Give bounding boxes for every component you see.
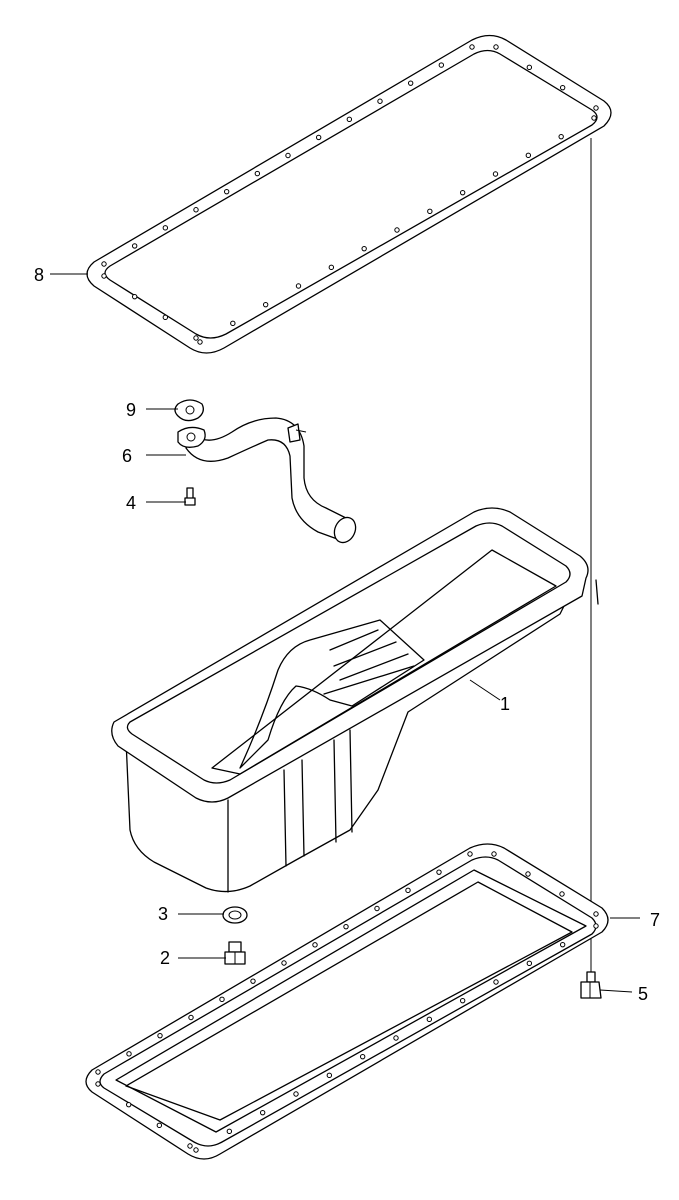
callout-5: 5 [638,984,648,1004]
bolt-hole [193,1147,199,1153]
bolt-hole [493,979,499,985]
bolt-hole [250,978,256,984]
bolt-hole [591,115,597,121]
bolt-hole [493,44,499,50]
bolt-hole [162,314,169,321]
callout-2: 2 [160,948,170,968]
bolt-hole [467,851,473,857]
upper-gasket-part-8 [86,34,612,354]
bolt-hole [343,923,349,930]
bolt-hole [394,227,400,233]
oil-pan-part-1 [111,507,599,893]
bolt-hole [193,335,199,341]
bolt-hole [525,152,532,159]
bolt-hole [361,245,367,252]
bolt-hole [230,320,236,327]
upper-gasket-bolt-holes [101,44,599,345]
bolt-hole [197,339,203,345]
bolt-hole [326,1072,333,1079]
bolt-hole [359,1053,366,1060]
bolt-hole [188,1014,194,1021]
bolt-hole [469,44,475,50]
bolt-hole [131,243,138,249]
bolt-hole [162,225,169,231]
callout-1: 1 [500,694,510,714]
bolt-hole [157,1032,163,1039]
bolt-hole [156,1122,163,1129]
bolt-hole [312,942,318,948]
lower-frame-bolt-holes [95,851,599,1153]
callout-6: 6 [122,446,132,466]
suction-pipe-part-6 [177,417,357,544]
bolt-hole [407,80,414,86]
bolt-hole [281,960,287,966]
bolt-hole [593,923,599,929]
callout-4: 4 [126,493,136,513]
bolt-hole [377,98,383,104]
callout-3: 3 [158,904,168,924]
bolt-hole [328,264,335,271]
bolt-hole [101,273,107,279]
bolt-hole [293,1091,299,1097]
bolt-hole [374,905,380,912]
bolt-hole [226,1128,233,1135]
bolt-hole [193,207,199,213]
washer-part-3 [222,906,248,924]
bolt-hole [427,208,433,215]
bolt-hole [315,134,322,141]
bolt-hole [492,171,499,177]
bolt-hole [559,941,566,948]
bolt-hole [262,301,269,308]
bolt-hole [285,152,291,159]
bolt-hole [126,1051,132,1057]
bolt-hole [259,1109,266,1116]
bolt-hole [346,116,353,123]
bolt-hole [223,188,230,195]
bolt-hole [459,189,466,196]
bolt-hole [125,1101,132,1108]
drain-plug-part-2 [224,941,246,965]
bolt-hole [526,960,533,967]
bolt-hole [405,887,411,894]
leader-lines [50,273,640,993]
bolt-hole [95,1069,101,1075]
bolt-hole [525,871,531,877]
callout-8: 8 [34,265,44,285]
flange-bolt-part-5 [580,971,602,999]
callout-9: 9 [126,400,136,420]
bolt-hole [438,62,445,68]
pipe-gasket-part-9 [174,399,204,422]
bolt-hole [101,261,107,267]
bolt-hole [295,283,302,289]
bolt-hole [593,911,599,917]
bolt-hole [393,1035,399,1041]
bolt-hole [95,1081,101,1087]
bolt-hole [187,1143,193,1149]
bolt-hole [426,1016,433,1023]
bolt-part-4 [184,487,196,506]
bolt-hole [254,170,261,177]
bolt-hole [526,64,533,71]
bolt-hole [459,997,466,1004]
bolt-hole [491,851,497,857]
bolt-hole [593,105,599,111]
bolt-hole [131,293,138,300]
bolt-hole [559,891,565,897]
lower-frame-part-7 [85,843,609,1160]
bolt-hole [219,996,225,1003]
callout-7: 7 [650,910,660,930]
bolt-hole [558,133,564,140]
bolt-hole [559,84,566,91]
bolt-hole [436,869,442,875]
